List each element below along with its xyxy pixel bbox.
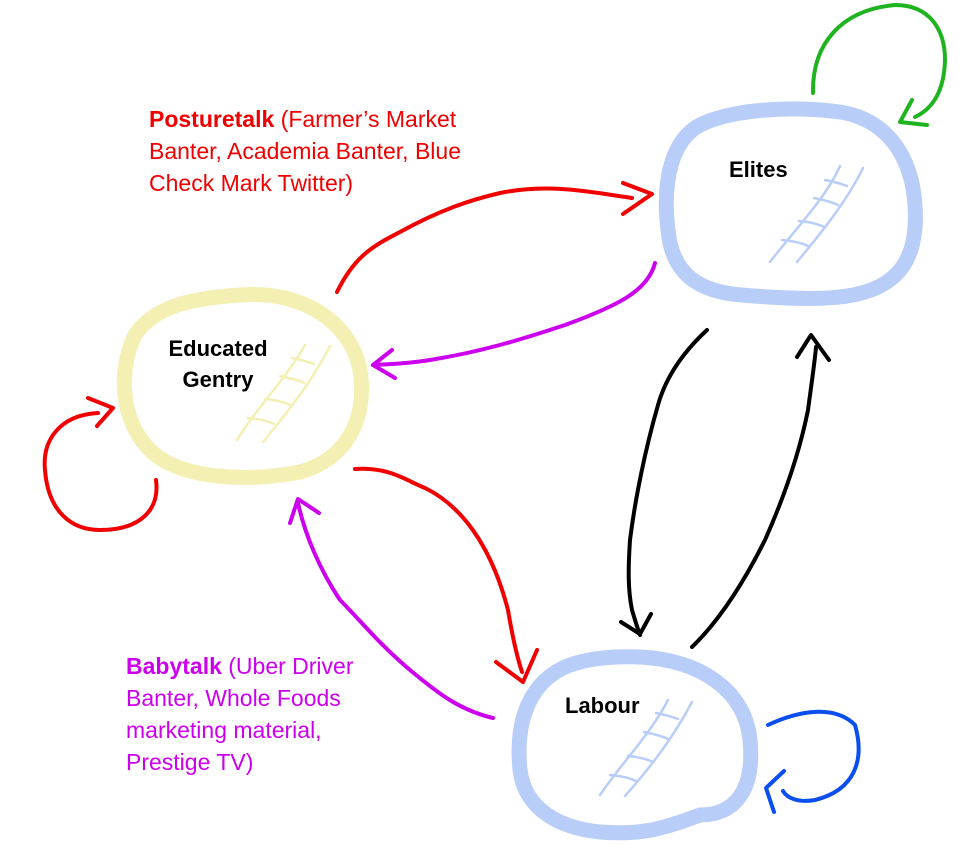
labour-label: Labour — [565, 693, 640, 718]
babytalk-line-4: Prestige TV) — [126, 749, 254, 775]
posturetalk-line-3: Check Mark Twitter) — [149, 170, 354, 196]
babytalk-line-2: Banter, Whole Foods — [126, 685, 341, 711]
gentry-node-ring — [116, 286, 369, 485]
posturetalk-arrow-gentry-to-labour — [353, 466, 539, 684]
babytalk-arrow-elites-to-gentry — [371, 261, 657, 380]
babytalk-title: Babytalk — [126, 653, 222, 679]
babytalk-line-1: Babytalk (Uber Driver — [126, 650, 354, 682]
posturetalk-line1-rest: (Farmer’s Market — [274, 106, 457, 132]
posturetalk-line-1: Posturetalk (Farmer’s Market — [149, 103, 461, 135]
posturetalk-annotation: Posturetalk (Farmer’s Market Banter, Aca… — [149, 103, 461, 199]
gentry-ladder-icon — [235, 343, 332, 444]
babytalk-annotation: Babytalk (Uber Driver Banter, Whole Food… — [126, 650, 354, 778]
arrow-labour-to-elites — [690, 333, 831, 649]
posturetalk-line-2: Banter, Academia Banter, Blue — [149, 138, 461, 164]
gentry-label: Educated Gentry — [162, 333, 274, 395]
gentry-label-line-1: Educated — [168, 336, 268, 361]
arrow-elites-to-labour — [619, 328, 709, 637]
labour-ladder-icon — [598, 698, 694, 798]
elites-label: Elites — [729, 157, 788, 182]
elites-ladder-icon — [768, 164, 865, 264]
gentry-label-line-2: Gentry — [182, 367, 254, 392]
babytalk-line1-rest: (Uber Driver — [221, 653, 354, 679]
elites-self-loop — [810, 3, 947, 127]
labour-self-loop — [764, 709, 861, 814]
babytalk-line-3: marketing material, — [126, 717, 322, 743]
elites-node-ring — [658, 101, 923, 306]
labour-node-ring — [511, 649, 759, 841]
posturetalk-arrow-gentry-to-elites — [335, 181, 654, 294]
posturetalk-title: Posturetalk — [149, 106, 275, 132]
babytalk-arrow-labour-to-gentry — [288, 497, 495, 720]
posturetalk-self-loop-gentry — [42, 396, 159, 532]
